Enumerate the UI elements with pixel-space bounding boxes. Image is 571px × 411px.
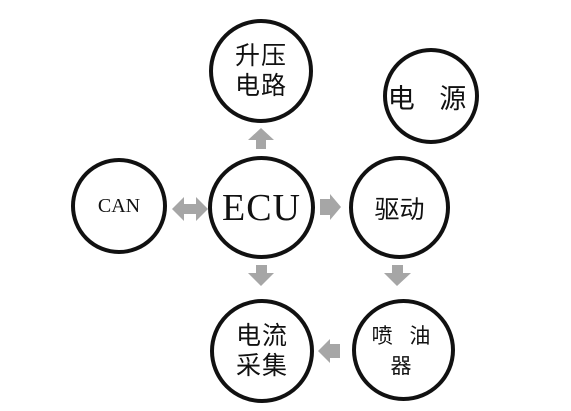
arrow-driver-to-injector bbox=[384, 265, 411, 286]
boost-circuit-label-line2: 电路 bbox=[234, 71, 287, 100]
driver-label: 驱动 bbox=[374, 194, 425, 224]
arrow-ecu-to-current bbox=[248, 265, 274, 286]
can-label: CAN bbox=[97, 194, 141, 217]
boost-circuit-label-line1: 升压 bbox=[234, 41, 287, 70]
driver-node: 驱动 bbox=[349, 156, 450, 259]
boost-circuit-node: 升压 电路 bbox=[209, 19, 313, 123]
current-sampling-node: 电流 采集 bbox=[210, 299, 314, 403]
power-supply-node: 电 源 bbox=[383, 48, 479, 144]
current-sampling-label-line2: 采集 bbox=[235, 351, 288, 380]
injector-node: 喷 油 器 bbox=[352, 299, 455, 401]
arrow-injector-to-current bbox=[318, 339, 340, 363]
ecu-label: ECU bbox=[222, 186, 301, 229]
arrow-ecu-to-boost bbox=[248, 128, 274, 149]
arrow-ecu-to-driver bbox=[320, 194, 341, 220]
arrow-can-ecu-bidirectional bbox=[172, 197, 208, 221]
injector-label: 喷 油 器 bbox=[371, 324, 436, 378]
ecu-node: ECU bbox=[208, 156, 315, 259]
power-supply-label: 电 源 bbox=[387, 83, 475, 115]
can-node: CAN bbox=[71, 158, 167, 254]
current-sampling-label-line1: 电流 bbox=[235, 321, 288, 350]
